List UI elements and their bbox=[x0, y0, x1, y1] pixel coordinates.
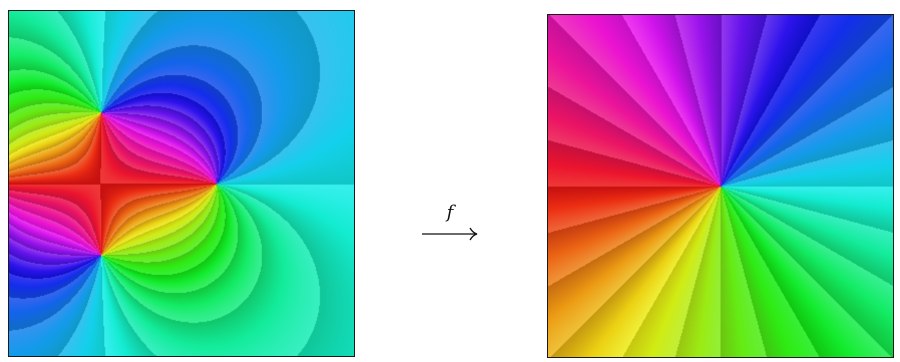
function-label: f bbox=[446, 202, 454, 223]
mapping-arrow-group: f bbox=[418, 204, 482, 244]
domain-phase-portrait bbox=[8, 10, 355, 357]
codomain-phase-portrait bbox=[547, 14, 894, 358]
right-arrow-icon bbox=[422, 227, 478, 241]
domain-color-wheel-image bbox=[9, 11, 354, 356]
codomain-color-wheel-image bbox=[548, 15, 893, 357]
